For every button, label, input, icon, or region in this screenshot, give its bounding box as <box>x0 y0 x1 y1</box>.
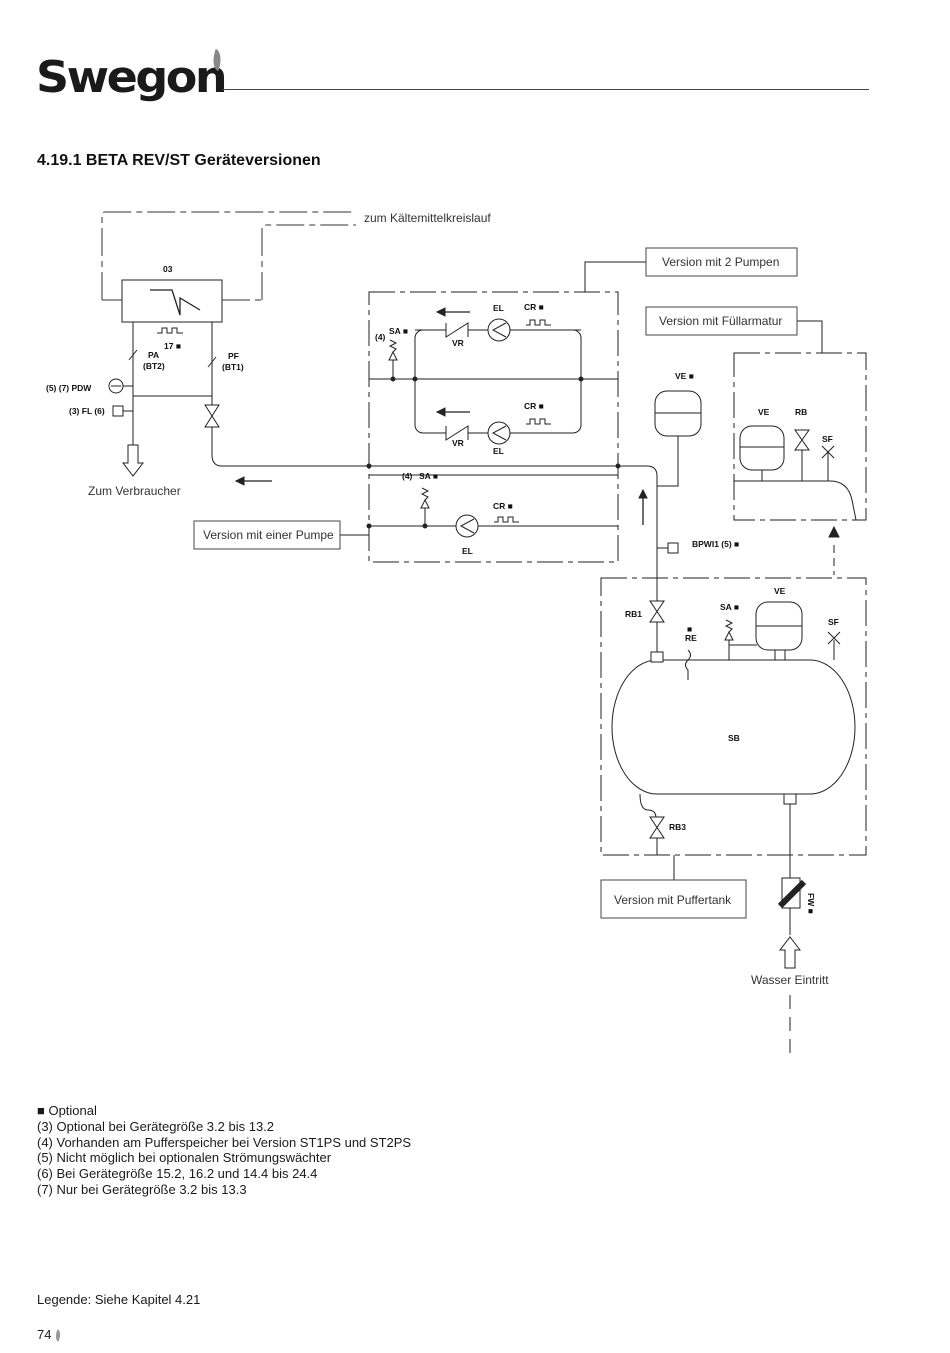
svg-text:RB1: RB1 <box>625 609 642 619</box>
consumer-arrow-icon <box>121 444 145 477</box>
svg-text:(BT1): (BT1) <box>222 362 244 372</box>
svg-text:RB3: RB3 <box>669 822 686 832</box>
notes-list: ■ Optional (3) Optional bei Gerätegröße … <box>37 1103 411 1198</box>
svg-text:CR ■: CR ■ <box>493 501 513 511</box>
svg-text:RE: RE <box>685 633 697 643</box>
svg-text:SA ■: SA ■ <box>389 326 408 336</box>
section-title: 4.19.1 BETA REV/ST Geräteversionen <box>37 152 321 169</box>
svg-text:(4): (4) <box>402 471 413 481</box>
consumer-caption: Zum Verbraucher <box>88 484 181 498</box>
storage-tank-sb <box>611 659 856 795</box>
svg-text:Version mit Füllarmatur: Version mit Füllarmatur <box>659 314 782 328</box>
pump-1-icon <box>487 318 511 342</box>
version-filling-box <box>645 306 798 336</box>
two-pump-module <box>368 291 619 563</box>
svg-text:CR ■: CR ■ <box>524 302 544 312</box>
pump-single-icon <box>455 514 479 538</box>
buffer-tank-module <box>600 577 867 856</box>
svg-text:03: 03 <box>163 264 173 274</box>
svg-text:SF: SF <box>828 617 839 627</box>
svg-text:(3) FL (6): (3) FL (6) <box>69 406 105 416</box>
refrigerant-line <box>101 211 356 301</box>
svg-text:■: ■ <box>687 624 692 634</box>
svg-text:PA: PA <box>148 350 159 360</box>
version-buffer-tank-box <box>600 879 747 919</box>
version-two-pumps-box <box>645 247 798 277</box>
valve-rb3 <box>649 816 665 839</box>
page-number: 74 <box>37 1327 52 1342</box>
valve-pf <box>204 404 220 428</box>
bpwi-sensor <box>667 542 679 554</box>
note-6: (6) Bei Gerätegröße 15.2, 16.2 und 14.4 … <box>37 1166 318 1182</box>
svg-text:SB: SB <box>728 733 740 743</box>
svg-text:VR: VR <box>452 438 464 448</box>
header-rule <box>222 89 869 90</box>
sensor-17-icon <box>157 327 183 334</box>
svg-text:CR ■: CR ■ <box>524 401 544 411</box>
flow-switch-fl <box>112 405 124 417</box>
heat-exchanger-03 <box>121 279 223 323</box>
svg-text:EL: EL <box>493 446 504 456</box>
svg-text:SA ■: SA ■ <box>419 471 438 481</box>
swegon-logo: Swegon <box>36 51 228 103</box>
note-3: (3) Optional bei Gerätegröße 3.2 bis 13.… <box>37 1118 275 1134</box>
svg-text:EL: EL <box>462 546 473 556</box>
legend-reference: Legende: Siehe Kapitel 4.21 <box>37 1292 201 1307</box>
svg-text:Version mit 2 Pumpen: Version mit 2 Pumpen <box>662 255 779 269</box>
note-4: (4) Vorhanden am Pufferspeicher bei Vers… <box>37 1134 412 1150</box>
pump-2-icon <box>487 421 511 445</box>
version-one-pump-box <box>193 520 341 550</box>
water-inlet-caption: Wasser Eintritt <box>751 973 829 987</box>
svg-text:(BT2): (BT2) <box>143 361 165 371</box>
svg-text:(4): (4) <box>375 332 386 342</box>
svg-text:VE: VE <box>774 586 786 596</box>
svg-text:SA ■: SA ■ <box>720 602 739 612</box>
svg-text:RB: RB <box>795 407 807 417</box>
svg-text:(5) (7) PDW: (5) (7) PDW <box>46 383 92 393</box>
refrigerant-caption: zum Kältemittelkreislauf <box>364 211 491 225</box>
svg-text:VE: VE <box>758 407 770 417</box>
svg-text:SF: SF <box>822 434 833 444</box>
note-5: (5) Nicht möglich bei optionalen Strömun… <box>37 1150 332 1166</box>
valve-rb1 <box>649 600 665 623</box>
svg-text:Version mit einer Pumpe: Version mit einer Pumpe <box>203 528 334 542</box>
note-optional: ■ Optional <box>37 1103 97 1118</box>
water-inlet-arrow-icon <box>778 936 802 969</box>
svg-text:Version mit Puffertank: Version mit Puffertank <box>614 893 732 907</box>
check-valve-vr-2 <box>445 425 469 441</box>
filling-module <box>733 352 867 521</box>
svg-text:VR: VR <box>452 338 464 348</box>
svg-text:FW ■: FW ■ <box>806 893 816 914</box>
check-valve-vr-1 <box>445 322 469 338</box>
note-7: (7) Nur bei Gerätegröße 3.2 bis 13.3 <box>37 1181 247 1197</box>
svg-text:EL: EL <box>493 303 504 313</box>
svg-text:PF: PF <box>228 351 239 361</box>
svg-text:BPWI1 (5) ■: BPWI1 (5) ■ <box>692 539 739 549</box>
svg-text:VE ■: VE ■ <box>675 371 694 381</box>
svg-text:17 ■: 17 ■ <box>164 341 181 351</box>
